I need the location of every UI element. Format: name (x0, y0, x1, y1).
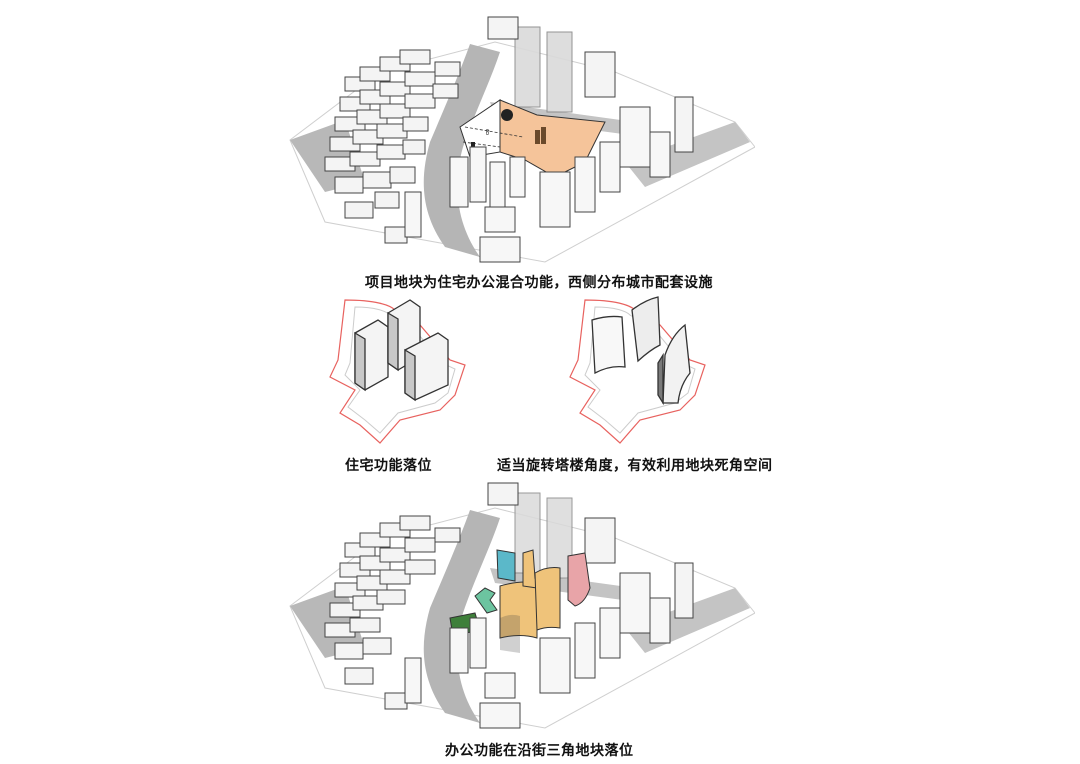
west-residential-blocks (324, 515, 461, 710)
office-tower-c (534, 567, 561, 631)
building-icon (535, 127, 546, 144)
south-residential-towers (404, 106, 671, 263)
twin-towers (514, 26, 573, 113)
residential-slabs (354, 299, 449, 402)
caption-site-context: 项目地块为住宅办公混合功能，西侧分布城市配套设施 (365, 275, 713, 291)
tower-rotation-panel (560, 295, 720, 445)
transparent-podium (500, 614, 520, 653)
retail-mass (474, 587, 498, 614)
road (423, 44, 500, 257)
rotated-towers (591, 296, 691, 406)
office-tower-a (499, 581, 538, 639)
commercial-mass (496, 549, 516, 582)
residential-placement-diagram (329, 299, 466, 444)
caption-residential-placement: 住宅功能落位 (345, 458, 432, 474)
caption-tower-rotation: 适当旋转塔楼角度，有效利用地块死角空间 (497, 458, 773, 474)
hotel-mass (567, 552, 591, 607)
site-context-massing-diagram: ꗉ (289, 16, 755, 263)
south-residential-towers (404, 572, 671, 729)
office-placement-massing-diagram (289, 482, 755, 729)
office-placement-panel (285, 478, 755, 733)
caption-office-placement: 办公功能在沿街三角地块落位 (445, 743, 634, 759)
transit-icon (501, 109, 513, 121)
west-residential-blocks (324, 49, 461, 244)
people-icon: ꗉ (485, 128, 490, 137)
site-context-panel: ꗉ (285, 12, 755, 267)
tower-rotation-diagram (569, 296, 706, 444)
residential-placement-panel (320, 295, 480, 445)
park-icon (471, 142, 475, 148)
